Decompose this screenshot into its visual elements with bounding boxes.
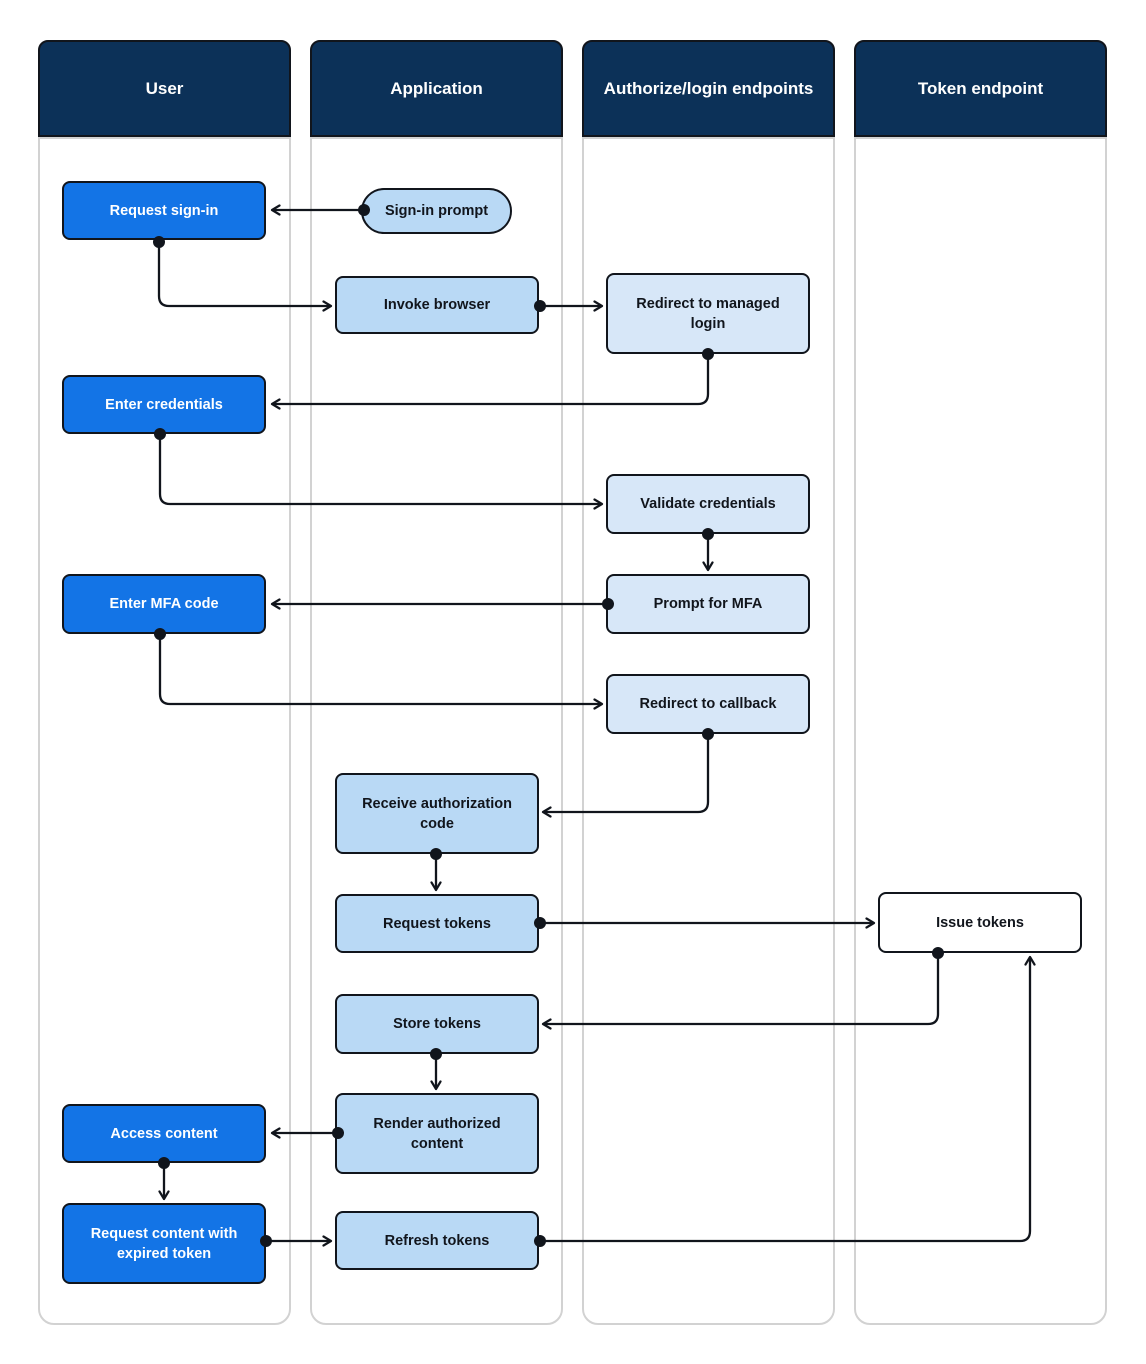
lane-title: Application xyxy=(390,78,483,98)
node-request-tokens: Request tokens xyxy=(335,894,539,953)
lane-header-authorize-login-endpoints: Authorize/login endpoints xyxy=(582,40,835,137)
lane-body-token-endpoint xyxy=(854,137,1107,1325)
node-enter-credentials: Enter credentials xyxy=(62,375,266,434)
node-request-sign-in: Request sign-in xyxy=(62,181,266,240)
lane-title: Authorize/login endpoints xyxy=(603,78,814,98)
node-enter-mfa-code: Enter MFA code xyxy=(62,574,266,634)
node-invoke-browser: Invoke browser xyxy=(335,276,539,334)
lane-header-application: Application xyxy=(310,40,563,137)
lane-header-token-endpoint: Token endpoint xyxy=(854,40,1107,137)
node-request-content-with-expired-token: Request content with expired token xyxy=(62,1203,266,1284)
node-validate-credentials: Validate credentials xyxy=(606,474,810,534)
lane-token-endpoint: Token endpoint xyxy=(854,40,1107,1325)
node-issue-tokens: Issue tokens xyxy=(878,892,1082,953)
node-render-authorized-content: Render authorized content xyxy=(335,1093,539,1174)
lane-title: User xyxy=(145,78,184,98)
lane-header-user: User xyxy=(38,40,291,137)
node-prompt-for-mfa: Prompt for MFA xyxy=(606,574,810,634)
node-redirect-to-callback: Redirect to callback xyxy=(606,674,810,734)
lane-title: Token endpoint xyxy=(917,78,1044,98)
node-access-content: Access content xyxy=(62,1104,266,1163)
node-redirect-to-managed-login: Redirect to managed login xyxy=(606,273,810,354)
node-store-tokens: Store tokens xyxy=(335,994,539,1054)
node-receive-authorization-code: Receive authorization code xyxy=(335,773,539,854)
node-refresh-tokens: Refresh tokens xyxy=(335,1211,539,1270)
node-sign-in-prompt: Sign-in prompt xyxy=(361,188,512,234)
